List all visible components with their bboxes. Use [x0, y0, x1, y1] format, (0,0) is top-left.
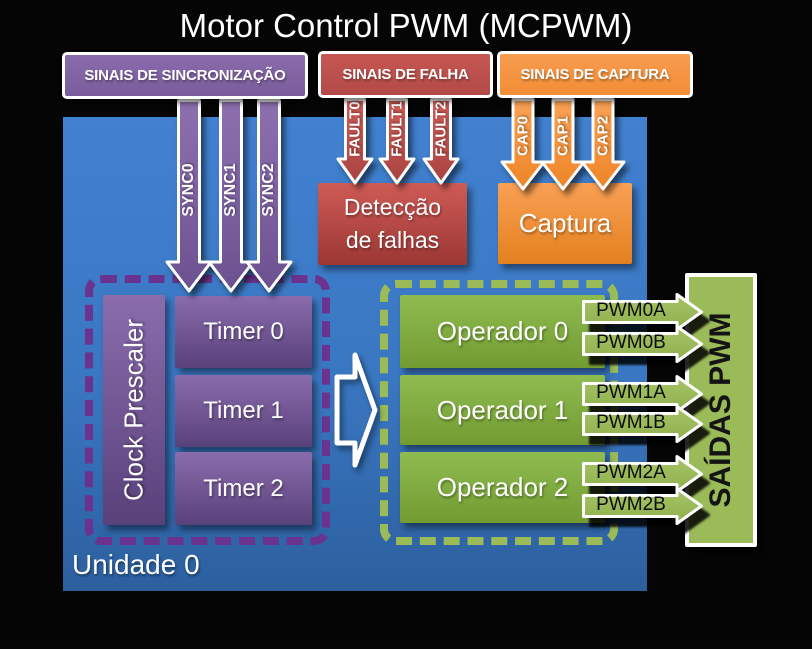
fault-signals-header-label: SINAIS DE FALHA: [342, 66, 469, 83]
flow-arrow-icon: [334, 352, 378, 468]
pwm2a-arrow: PWM2A: [582, 455, 703, 493]
fault-detection-label-line1: Detecção: [343, 194, 442, 220]
pwm0a-arrow: PWM0A: [582, 293, 703, 331]
right-arrow-icon: [582, 375, 703, 413]
capture-signals-header-label: SINAIS DE CAPTURA: [520, 66, 670, 83]
timer0-block: Timer 0: [175, 296, 312, 368]
pwm1a-label: PWM1A: [596, 382, 666, 404]
cap0-label: CAP0: [514, 116, 532, 157]
down-arrow-icon: [378, 98, 416, 185]
fault-detection-label-line2: de falhas: [345, 227, 440, 253]
pwm1b-label: PWM1B: [596, 412, 666, 434]
cap2-label: CAP2: [594, 116, 612, 157]
timer0-label: Timer 0: [203, 318, 284, 345]
sync1-label: SYNC1: [222, 163, 239, 217]
fault0-arrow: FAULT0: [336, 98, 374, 185]
page-title: Motor Control PWM (MCPWM): [179, 7, 633, 44]
capture-signals-header: SINAIS DE CAPTURA: [497, 51, 693, 98]
fault-signals-header: SINAIS DE FALHA: [318, 51, 493, 98]
down-arrow-icon: [336, 98, 374, 185]
pwm1a-arrow: PWM1A: [582, 375, 703, 413]
right-arrow-icon: [582, 293, 703, 331]
timer2-block: Timer 2: [175, 452, 312, 525]
operator1-label: Operador 1: [436, 394, 569, 425]
unit-label: Unidade 0: [72, 549, 200, 580]
cap1-arrow: CAP1: [540, 98, 586, 191]
operator0-block: Operador 0: [400, 295, 605, 368]
fault0-label: FAULT0: [346, 101, 364, 158]
fault2-arrow: FAULT2: [422, 98, 460, 185]
pwm1b-arrow: PWM1B: [582, 405, 703, 443]
operator1-block: Operador 1: [400, 375, 605, 445]
cap0-arrow: CAP0: [500, 98, 546, 191]
down-arrow-icon: [245, 99, 293, 293]
timer-group-border: [85, 275, 330, 545]
pwm0b-arrow: PWM0B: [582, 325, 703, 363]
right-arrow-icon: [582, 455, 703, 493]
timer2-label: Timer 2: [203, 474, 284, 502]
timer1-label: Timer 1: [203, 397, 284, 424]
clock-prescaler-label: Clock Prescaler: [118, 318, 149, 502]
cap1-label: CAP1: [554, 116, 572, 157]
fault1-arrow: FAULT1: [378, 98, 416, 185]
sync0-label: SYNC0: [180, 163, 197, 217]
fault-detection-block: Detecção de falhas: [318, 183, 467, 265]
sync-signals-header-label: SINAIS DE SINCRONIZAÇÃO: [84, 67, 286, 84]
pwm0a-label: PWM0A: [596, 300, 666, 322]
down-arrow-icon: [207, 99, 255, 293]
flow-arrow: [333, 351, 379, 469]
operator2-label: Operador 2: [436, 472, 569, 502]
sync-signals-header: SINAIS DE SINCRONIZAÇÃO: [62, 52, 308, 99]
sync0-arrow: SYNC0: [165, 99, 213, 293]
down-arrow-icon: [500, 98, 546, 191]
pwm0b-label: PWM0B: [596, 332, 666, 354]
down-arrow-icon: [165, 99, 213, 293]
capture-label: Captura: [518, 208, 612, 238]
fault2-label: FAULT2: [432, 101, 450, 158]
capture-block: Captura: [498, 183, 632, 264]
operator2-block: Operador 2: [400, 452, 605, 523]
pwm2b-arrow: PWM2B: [582, 487, 703, 525]
sync2-label: SYNC2: [260, 163, 277, 217]
pwm-outputs-label: SAÍDAS PWM: [704, 312, 737, 508]
sync1-arrow: SYNC1: [207, 99, 255, 293]
down-arrow-icon: [422, 98, 460, 185]
fault1-label: FAULT1: [388, 101, 406, 158]
right-arrow-icon: [582, 405, 703, 443]
operator0-label: Operador 0: [436, 316, 569, 346]
timer1-block: Timer 1: [175, 375, 312, 447]
right-arrow-icon: [582, 325, 703, 363]
right-arrow-icon: [582, 487, 703, 525]
clock-prescaler-block: Clock Prescaler: [103, 295, 165, 525]
cap2-arrow: CAP2: [580, 98, 626, 191]
sync2-arrow: SYNC2: [245, 99, 293, 293]
down-arrow-icon: [580, 98, 626, 191]
pwm2b-label: PWM2B: [596, 494, 666, 516]
pwm2a-label: PWM2A: [596, 462, 666, 484]
down-arrow-icon: [540, 98, 586, 191]
